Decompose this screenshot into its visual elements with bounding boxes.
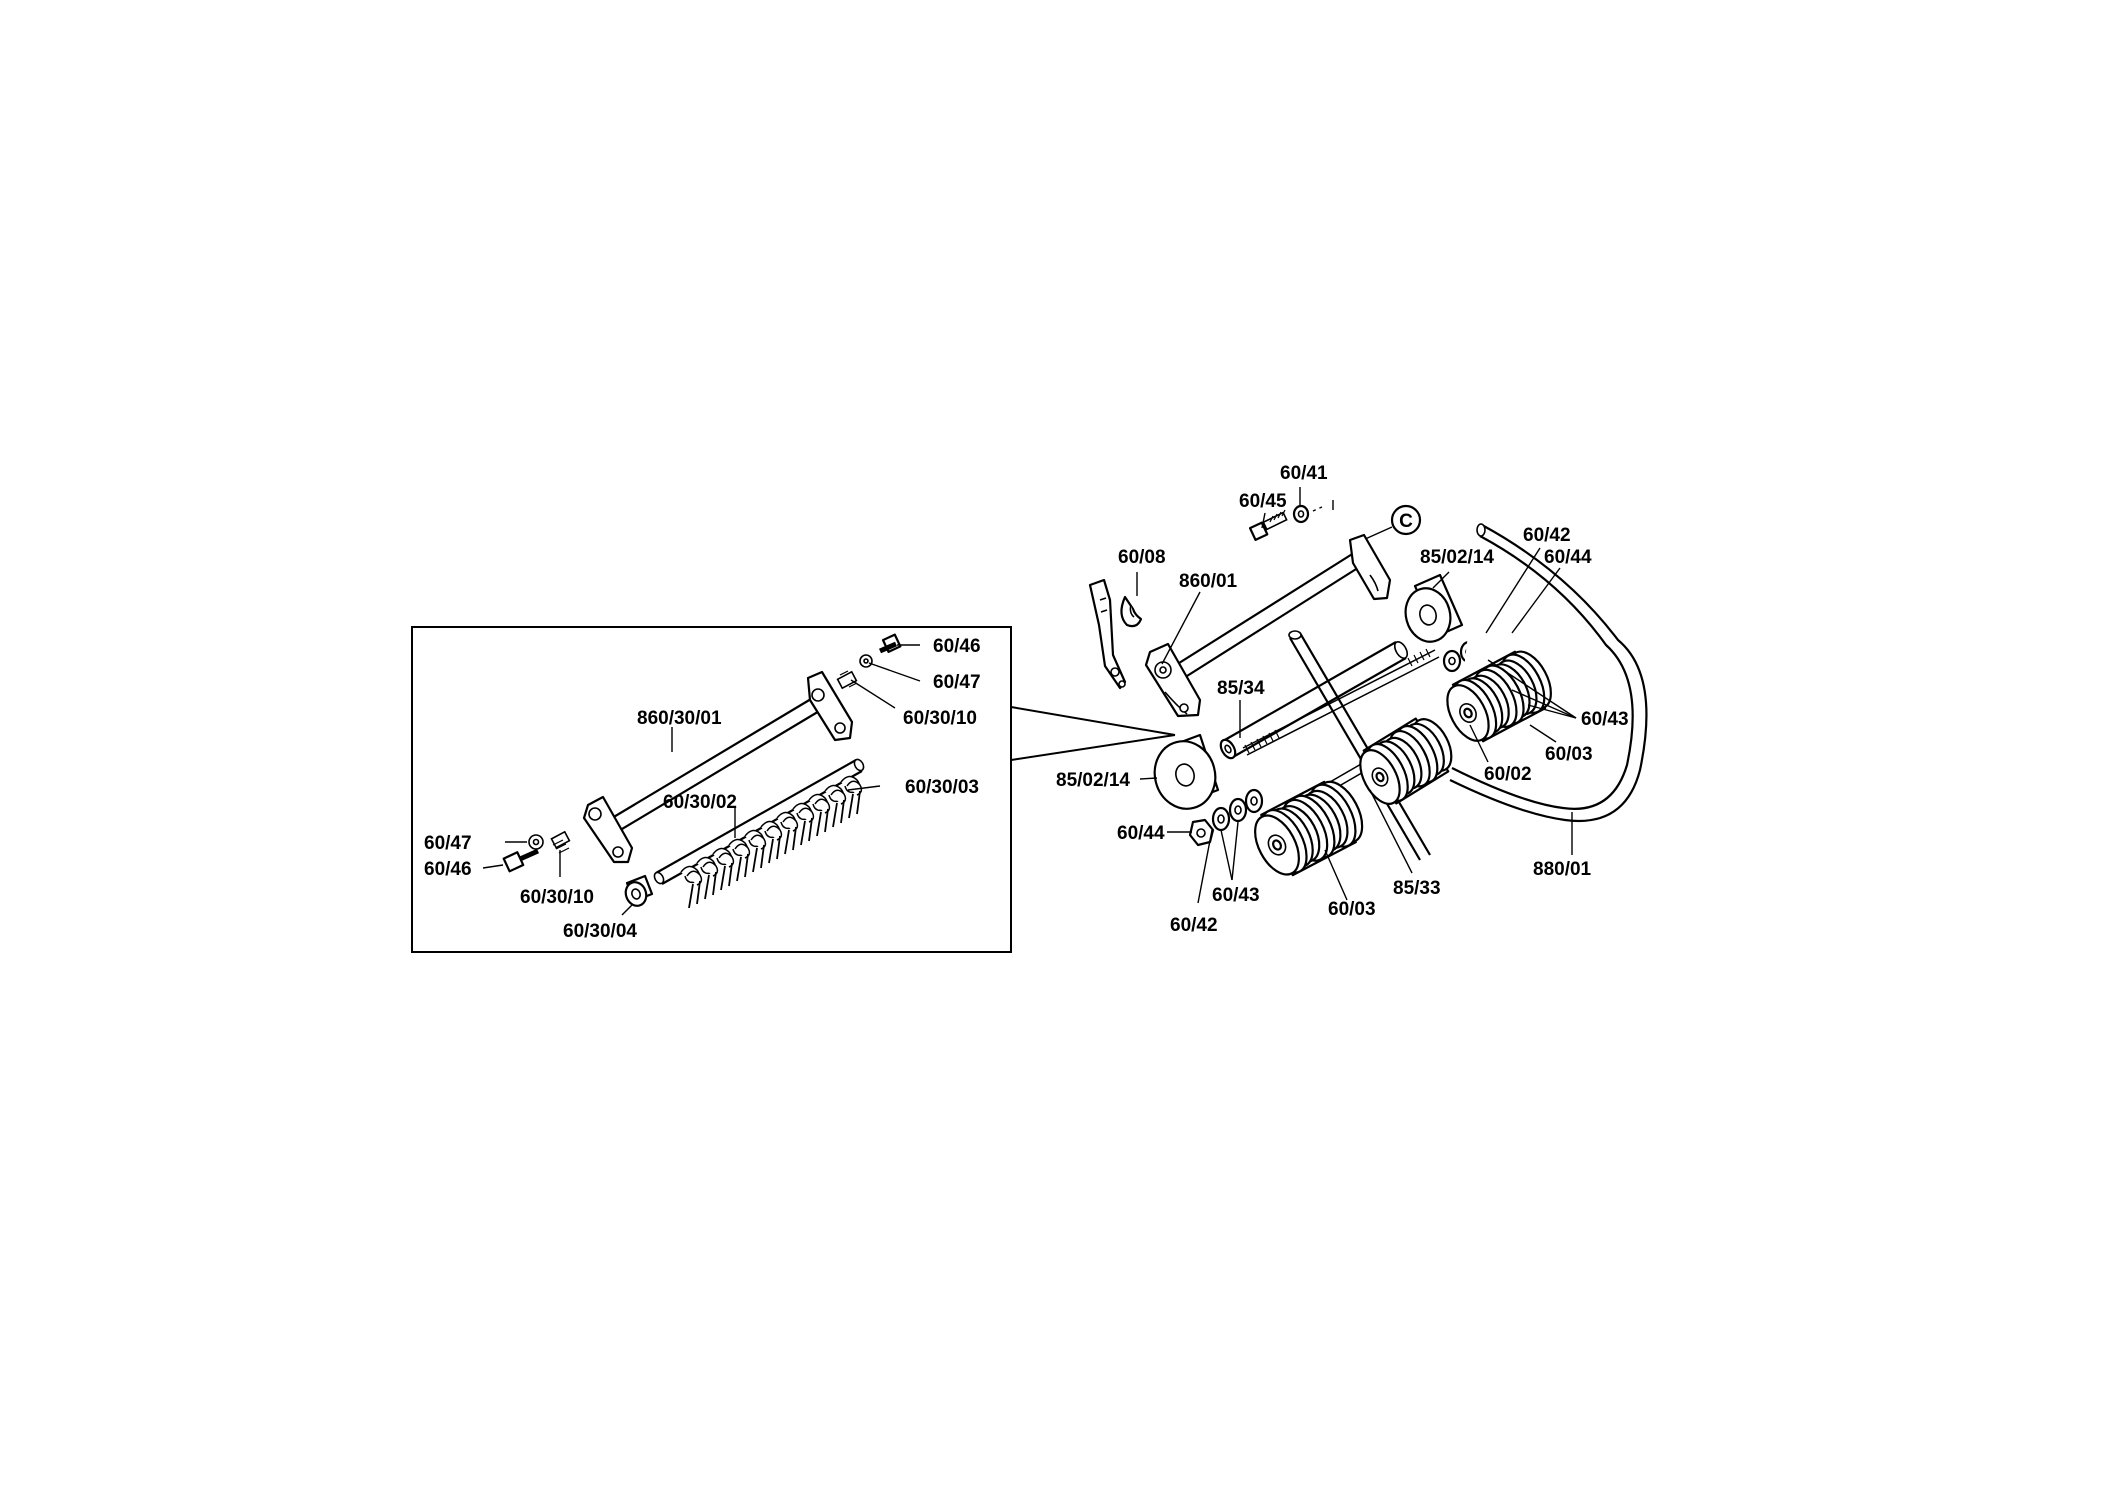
label-60-47-top: 60/47: [933, 672, 981, 693]
spring-tine: [776, 811, 799, 855]
callout-c-text: C: [1399, 511, 1413, 532]
label-60-08: 60/08: [1118, 547, 1166, 568]
label-60-30-10-left: 60/30/10: [520, 887, 594, 908]
inset-frame: [411, 626, 1012, 953]
label-85-02-14-left: 85/02/14: [1056, 770, 1130, 791]
inset-labels: 60/46 60/47 60/30/10 860/30/01 60/30/03 …: [424, 636, 981, 942]
spring-tine: [824, 784, 847, 828]
label-60-47-left: 60/47: [424, 833, 472, 854]
label-880-01: 880/01: [1533, 859, 1592, 880]
spacer-roller-85-02-14-top: [1404, 573, 1464, 643]
inset-tines-60-30-03: [680, 775, 863, 909]
label-60-45: 60/45: [1239, 491, 1287, 512]
spacer-roller-85-02-14-left: [1153, 733, 1220, 810]
spring-tine: [760, 820, 783, 864]
label-60-30-10-top: 60/30/10: [903, 708, 977, 729]
spring-tine: [840, 775, 863, 819]
inset-callout-line-top: [1010, 706, 1176, 736]
spring-tine: [744, 829, 767, 873]
shaft-860-01: [1144, 533, 1392, 718]
bolt-60-45: [1248, 509, 1288, 541]
label-860-30-01: 860/30/01: [637, 708, 722, 729]
label-60-30-04: 60/30/04: [563, 921, 637, 942]
label-60-46-top: 60/46: [933, 636, 981, 657]
label-85-33: 85/33: [1393, 878, 1441, 899]
label-860-01: 860/01: [1179, 571, 1238, 592]
label-60-43-bottom: 60/43: [1212, 885, 1260, 906]
main-labels: 60/41 60/45 60/08 860/01 85/02/14 60/42 …: [1056, 463, 1629, 936]
spring-tine: [680, 865, 703, 909]
main-assembly: C: [1088, 500, 1648, 877]
side-plate: [1088, 578, 1127, 690]
inset-shaft-860-30-01: [582, 670, 854, 864]
label-85-02-14-top: 85/02/14: [1420, 547, 1494, 568]
inset-bolt-top: [836, 633, 902, 690]
spring-tine: [792, 802, 815, 846]
label-60-30-02: 60/30/02: [663, 792, 737, 813]
inset-callout-line-bottom: [1010, 734, 1176, 761]
label-60-44-left: 60/44: [1117, 823, 1165, 844]
spring-tine: [712, 847, 735, 891]
label-60-42-bottom: 60/42: [1170, 915, 1218, 936]
inset-spacer-60-30-04: [624, 874, 654, 907]
rod-85-33: [1288, 630, 1431, 861]
label-60-44-top: 60/44: [1544, 547, 1592, 568]
washer-60-41: [1292, 500, 1334, 524]
inset-bolt-left: [502, 830, 571, 873]
clip-60-08: [1120, 595, 1143, 628]
spring-tine: [728, 838, 751, 882]
callout-c: C: [1362, 504, 1422, 541]
spring-tine: [808, 793, 831, 837]
label-60-03-right: 60/03: [1545, 744, 1593, 765]
label-60-02: 60/02: [1484, 764, 1532, 785]
label-60-03-bottom: 60/03: [1328, 899, 1376, 920]
label-85-34: 85/34: [1217, 678, 1265, 699]
inset-panel: [411, 626, 1176, 953]
tube-85-34: [1219, 641, 1409, 760]
label-60-42-top: 60/42: [1523, 525, 1571, 546]
spring-tine: [696, 856, 719, 900]
label-60-46-left: 60/46: [424, 859, 472, 880]
ribbed-roller-60-03-bottom: [1254, 780, 1364, 877]
label-60-30-03: 60/30/03: [905, 777, 979, 798]
bottom-nut-washers: [1188, 788, 1264, 847]
label-60-43-right: 60/43: [1581, 709, 1629, 730]
ribbed-roller-60-02: [1359, 717, 1453, 805]
leader-lines: [482, 487, 1577, 916]
label-60-41: 60/41: [1280, 463, 1328, 484]
